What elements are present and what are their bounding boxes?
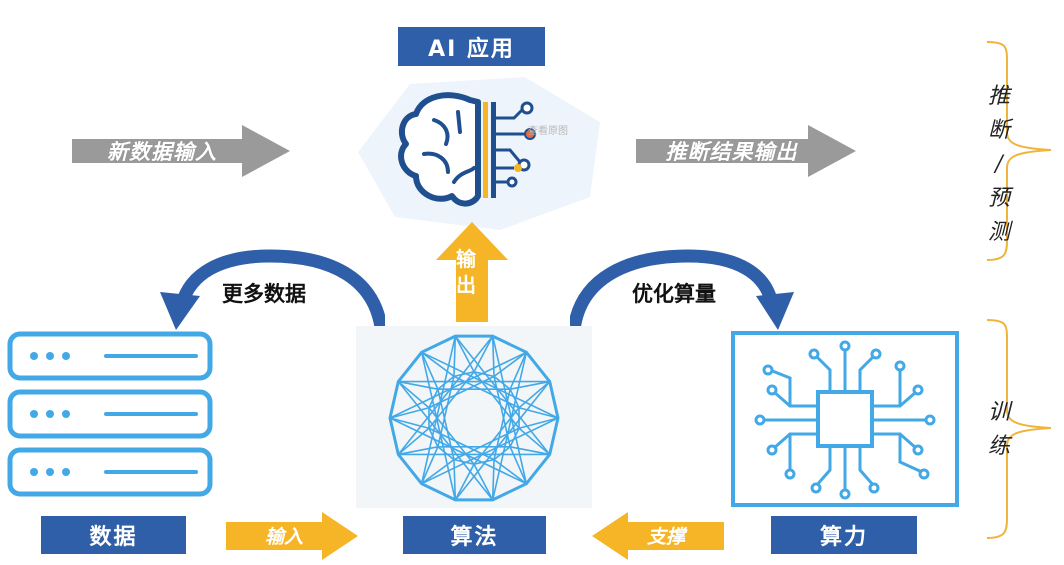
output-vertical-label: 输出 <box>456 247 476 297</box>
optimize-compute-curve-arrow <box>570 249 794 332</box>
server-stack-icon <box>7 331 213 497</box>
compute-label: 算力 <box>771 516 917 554</box>
inference-predict-text: 推 断 / 预 测 <box>987 84 1010 245</box>
cpu-chip-icon <box>731 331 959 507</box>
inference-output-arrow <box>636 125 856 177</box>
support-arrow <box>592 512 724 560</box>
neural-network-sphere-icon <box>356 326 592 508</box>
ai-application-label: AI 应用 <box>398 27 545 66</box>
algorithm-label: 算法 <box>403 516 546 554</box>
data-label: 数据 <box>41 516 186 554</box>
optimize-compute-label: 优化算量 <box>632 282 716 306</box>
watermark-text: 查看原图 <box>528 126 568 137</box>
new-data-input-arrow <box>72 125 290 177</box>
more-data-label: 更多数据 <box>222 282 306 306</box>
output-up-arrow <box>436 222 508 322</box>
more-data-curve-arrow <box>160 249 385 337</box>
support-label: 支撑 <box>646 525 685 548</box>
input-label: 输入 <box>264 525 303 548</box>
training-bracket <box>986 319 1052 539</box>
inference-bracket <box>986 41 1052 261</box>
training-text: 训 练 <box>987 400 1010 459</box>
input-arrow <box>226 512 358 560</box>
inference-output-label: 推断结果输出 <box>665 140 798 164</box>
brain-circuit-icon <box>358 77 600 230</box>
new-data-input-label: 新数据输入 <box>107 140 217 164</box>
